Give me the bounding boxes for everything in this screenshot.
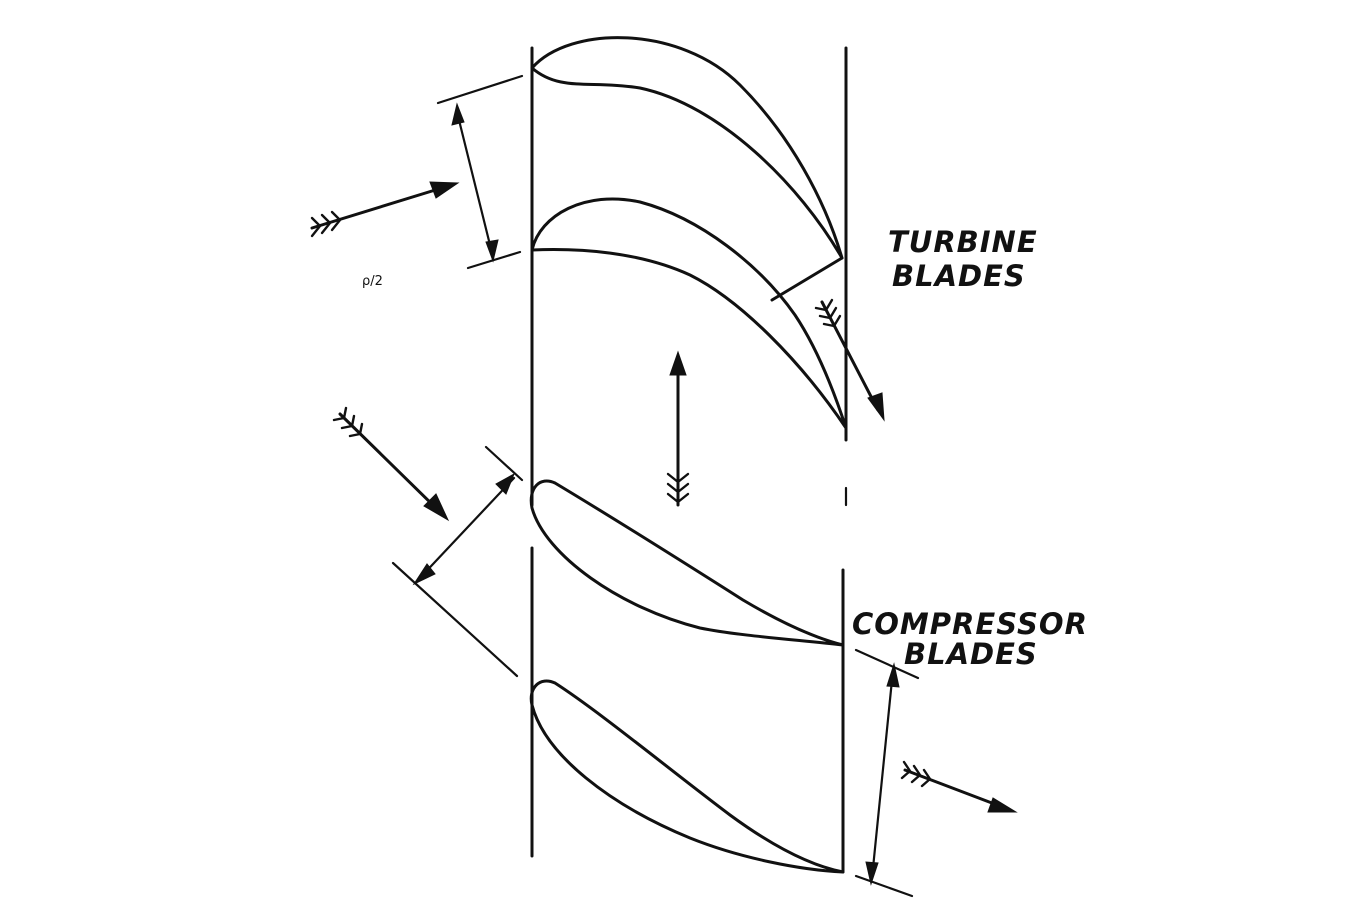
compressor-label: COMPRESSOR BLADES bbox=[852, 607, 1088, 671]
turbine-pitch-arrowhead-bottom bbox=[485, 239, 499, 263]
turbine-outlet-feathers bbox=[814, 298, 842, 328]
compressor-inlet-line bbox=[416, 476, 516, 582]
compressor-outlet-arrowhead bbox=[987, 797, 1018, 813]
compressor-inlet-flow-arrow bbox=[332, 406, 450, 522]
compressor-blade-lower bbox=[529, 679, 845, 874]
compressor-pitch-arrowhead-top bbox=[886, 662, 900, 688]
turbine-label: TURBINE BLADES bbox=[888, 225, 1038, 293]
turbine-outlet-arrowhead bbox=[867, 392, 885, 422]
turbine-label-line2: BLADES bbox=[892, 259, 1026, 293]
blade-motion-arrowhead bbox=[669, 350, 687, 376]
blade-motion-feathers bbox=[666, 472, 690, 504]
compressor-outlet-shaft bbox=[903, 768, 1007, 810]
turbine-blade-upper bbox=[530, 36, 844, 260]
turbine-pitch-extension-top bbox=[436, 74, 524, 105]
blade-motion-arrow bbox=[666, 350, 690, 507]
compressor-blade-upper bbox=[529, 479, 845, 647]
compressor-inlet-shaft bbox=[338, 412, 442, 514]
turbine-outlet-shaft bbox=[820, 300, 880, 412]
small-mark: ρ/2 bbox=[362, 274, 383, 289]
turbine-cascade-boundaries bbox=[530, 46, 848, 507]
compressor-label-line1: COMPRESSOR bbox=[852, 607, 1088, 641]
compressor-inlet-arrowhead bbox=[423, 493, 450, 522]
compressor-cascade-boundaries bbox=[530, 546, 845, 874]
turbine-inlet-shaft bbox=[310, 185, 447, 230]
compressor-inlet-feathers bbox=[332, 406, 364, 438]
turbine-label-line1: TURBINE bbox=[888, 225, 1038, 259]
compressor-blades bbox=[529, 479, 845, 874]
compressor-inlet-extension-top bbox=[484, 445, 524, 482]
compressor-pitch-extension-bottom bbox=[854, 874, 914, 898]
compressor-inlet-dimension bbox=[391, 445, 524, 678]
compressor-pitch-arrowhead-bottom bbox=[865, 861, 879, 886]
turbine-blade-lower bbox=[530, 197, 848, 430]
turbine-pitch-dimension bbox=[436, 74, 524, 270]
compressor-inlet-extension-bottom bbox=[391, 561, 519, 678]
compressor-inlet-arrowhead-bottom bbox=[412, 563, 436, 586]
compressor-inlet-arrowhead-top bbox=[495, 472, 515, 495]
turbine-pitch-line bbox=[455, 110, 494, 255]
turbine-throat-line bbox=[770, 256, 844, 302]
compressor-pitch-dimension bbox=[854, 648, 920, 898]
turbine-inlet-feathers bbox=[310, 210, 342, 238]
compressor-label-line2: BLADES bbox=[904, 637, 1038, 671]
compressor-pitch-line bbox=[870, 668, 895, 880]
compressor-outlet-flow-arrow bbox=[900, 760, 1018, 813]
turbine-pitch-arrowhead-top bbox=[451, 102, 465, 126]
turbine-pitch-extension-bottom bbox=[466, 250, 522, 270]
turbine-inlet-flow-arrow bbox=[310, 181, 460, 238]
compressor-outlet-feathers bbox=[900, 760, 932, 788]
turbine-outlet-flow-arrow bbox=[814, 298, 885, 422]
turbine-inlet-arrowhead bbox=[429, 181, 460, 199]
compressor-pitch-extension-top bbox=[854, 648, 920, 680]
turbine-blades bbox=[530, 36, 848, 430]
